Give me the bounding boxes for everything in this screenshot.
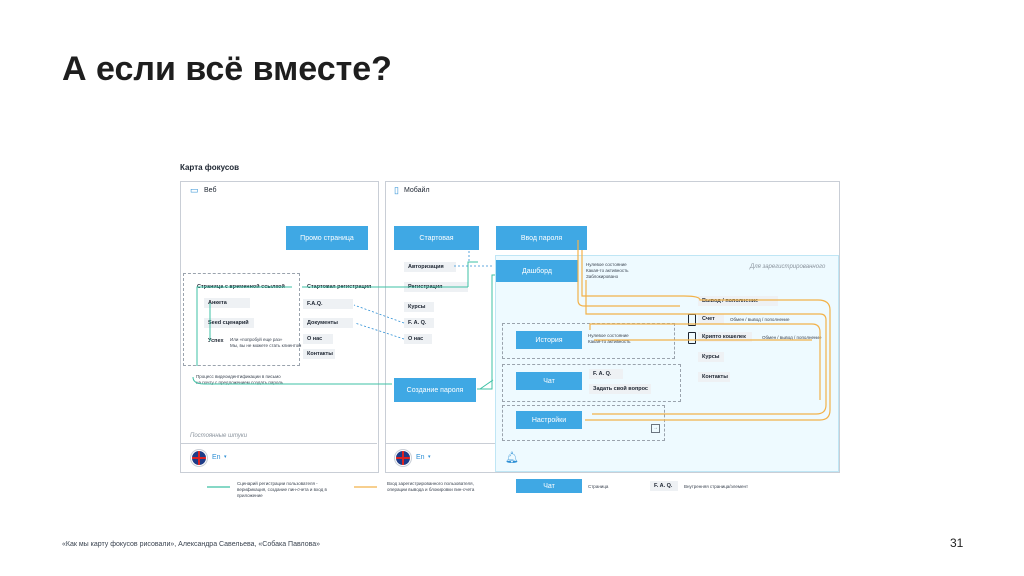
chat-faq[interactable]: F. A. Q. [589, 369, 623, 379]
create-password-button[interactable]: Создание пароля [394, 378, 476, 402]
web-about[interactable]: О нас [303, 334, 333, 344]
dashboard-note: Нулевое состояние Какая-то активность За… [586, 262, 629, 279]
mobile-courses[interactable]: Курсы [404, 302, 434, 312]
phone-icon [688, 332, 696, 344]
uk-flag-icon [395, 450, 411, 466]
history-note: Нулевое состояние Какая-то активность [588, 333, 631, 344]
mobile-courses-reg[interactable]: Курсы [698, 352, 724, 362]
slide-title: А если всё вместе? [62, 50, 392, 88]
history-group [502, 323, 675, 359]
green-line [467, 261, 478, 287]
bell-icon: 🔔︎ [505, 452, 519, 464]
dashboard-button[interactable]: Дашборд [496, 260, 578, 282]
uk-flag-icon [191, 450, 207, 466]
chevron-down-icon: ▾ [224, 454, 227, 460]
green-line [479, 379, 494, 390]
account-note: Обмен / вывод / пополнение [730, 317, 790, 322]
persistent-label: Постоянные штуки [190, 433, 248, 439]
web-documents[interactable]: Документы [303, 318, 353, 328]
mobile-contacts-reg[interactable]: Контакты [698, 372, 730, 382]
green-line [477, 274, 495, 390]
withdraw-item[interactable]: Вывод / пополнение [698, 296, 778, 306]
footer-credit: «Как мы карту фокусов рисовали», Алексан… [62, 541, 321, 548]
web-lang-select[interactable]: En [212, 454, 221, 461]
web-divider [180, 443, 377, 444]
legend-green-text: Сценарий регистрации пользователя - вери… [237, 481, 327, 498]
registered-label: Для зарегистрированного [750, 264, 826, 270]
chevron-down-icon: ▾ [428, 454, 431, 460]
mobile-faq[interactable]: F. A. Q. [404, 318, 434, 328]
legend-faq: F. A. Q. [650, 481, 678, 491]
orange-line [577, 240, 680, 307]
orange-line [585, 280, 827, 415]
mobile-auth[interactable]: Авторизация [404, 262, 456, 272]
settings-button[interactable]: Настройки [516, 411, 582, 429]
success-note: Или «попробуй еще раз» Мы, вы не можете … [230, 337, 302, 348]
seed-scenario-item[interactable]: Seed сценарий [204, 318, 254, 328]
orange-line [581, 250, 831, 421]
mobile-label: Мобайл [404, 187, 430, 194]
legend-chat-button: Чат [516, 479, 582, 493]
crypto-note: Обмен / вывод / пополнение [762, 335, 822, 340]
registered-area [495, 255, 839, 472]
password-entry-button[interactable]: Ввод пароля [496, 226, 587, 250]
history-button[interactable]: История [516, 331, 582, 349]
orange-line [589, 323, 821, 400]
process-note: Процесс видеоидентификации в письмо на п… [196, 374, 284, 385]
page-number: 31 [950, 536, 964, 550]
temp-link-group [183, 273, 300, 366]
map-title: Карта фокусов [180, 163, 240, 172]
chat-question[interactable]: Задать свой вопрос [589, 384, 651, 394]
web-faq[interactable]: F.A.Q. [303, 299, 353, 309]
mobile-divider [385, 443, 495, 444]
web-contacts[interactable]: Контакты [303, 349, 335, 359]
phone-icon: ▯ [394, 185, 399, 195]
monitor-icon: ▭ [190, 185, 199, 195]
success-item[interactable]: Успех [208, 338, 224, 344]
crypto-wallet-item[interactable]: Крипто кошелек [698, 332, 752, 342]
blue-dashed-line [354, 322, 405, 340]
form-item[interactable]: Анкета [204, 298, 250, 308]
green-line [192, 376, 392, 385]
settings-group [502, 405, 665, 441]
web-label: Веб [204, 187, 217, 194]
green-line [196, 286, 292, 366]
chat-button[interactable]: Чат [516, 372, 582, 390]
mobile-about[interactable]: О нас [404, 334, 432, 344]
account-item[interactable]: Счет [698, 314, 724, 324]
promo-page-button[interactable]: Промо страница [286, 226, 368, 250]
legend-orange-text: Вход зарегистрированного пользователя, о… [387, 481, 475, 492]
mobile-lang-select[interactable]: En [416, 454, 425, 461]
start-button[interactable]: Стартовая [394, 226, 479, 250]
legend-inner-label: Внутренняя страница/элемент [684, 484, 749, 489]
chat-group [502, 364, 681, 402]
legend-page-label: Страница [588, 484, 609, 489]
exit-icon: → [651, 424, 660, 433]
blue-dashed-line [353, 304, 405, 324]
